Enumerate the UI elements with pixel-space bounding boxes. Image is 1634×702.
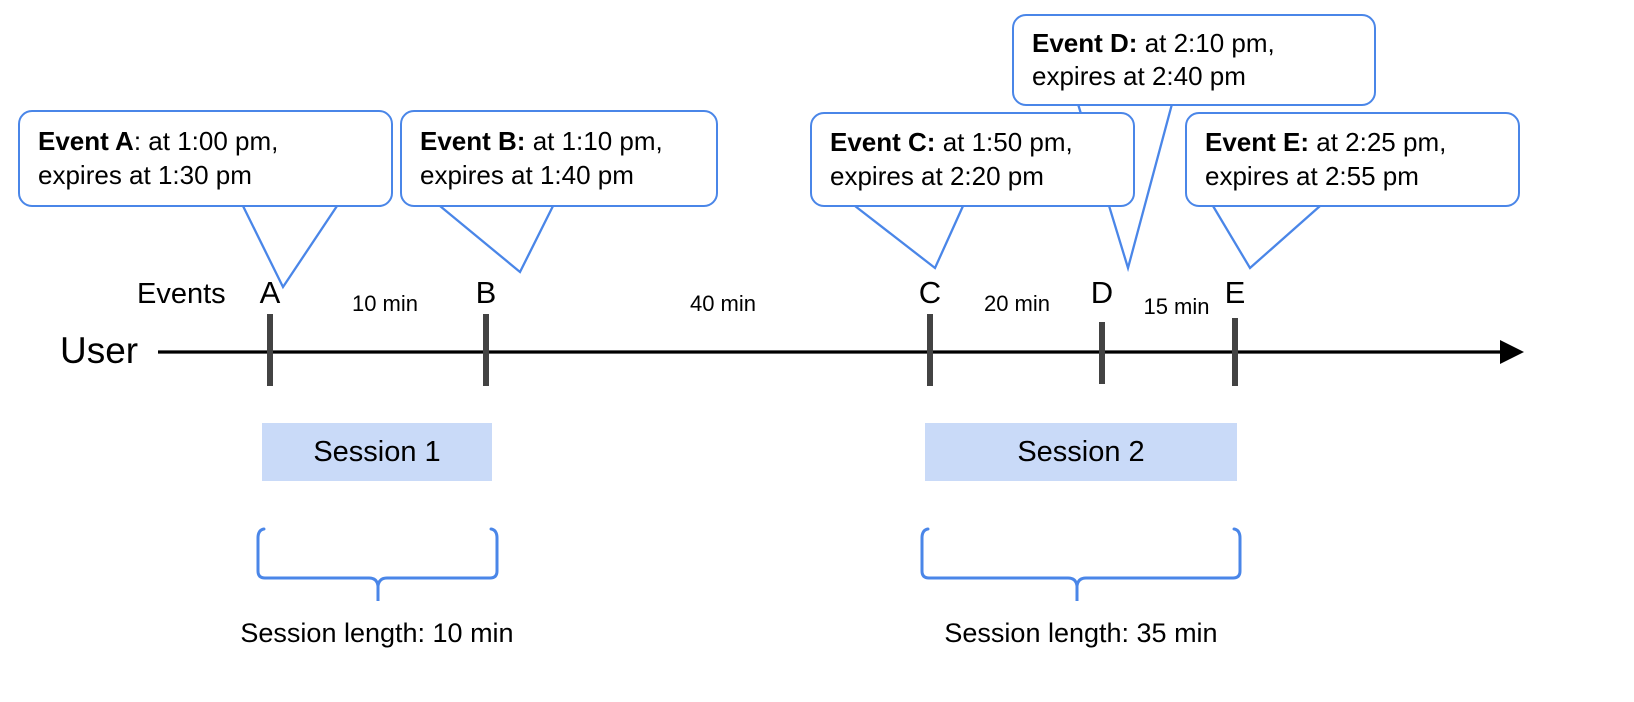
callout-event-a-body: at 1:00 pm, expires at 1:30 pm xyxy=(38,126,279,190)
timeline-tick-a xyxy=(267,314,273,386)
gap-label-d-e: 15 min xyxy=(1143,294,1210,319)
session-braces xyxy=(256,527,1242,601)
callout-event-d-text: Event D: at 2:10 pm, expires at 2:40 pm xyxy=(1032,27,1275,94)
callout-event-e-body: at 2:25 pm, expires at 2:55 pm xyxy=(1205,127,1447,191)
gap-label-b-c: 40 min xyxy=(689,291,757,316)
callout-event-a-separator: : xyxy=(133,126,142,157)
session-bar-2[interactable]: Session 2 xyxy=(925,423,1237,481)
timeline-tick-b xyxy=(483,314,489,386)
marker-label-a: A xyxy=(259,275,281,310)
callout-event-a[interactable]: Event A: at 1:00 pm, expires at 1:30 pm xyxy=(18,110,393,207)
marker-label-d: D xyxy=(1090,275,1114,310)
gap-label-a-b: 10 min xyxy=(351,291,419,316)
session-1-brace xyxy=(256,527,499,601)
callout-event-b-body: at 1:10 pm, expires at 1:40 pm xyxy=(420,126,663,190)
axis-row-label-user: User xyxy=(60,330,139,371)
session-1-length-caption: Session length: 10 min xyxy=(240,618,514,648)
callout-event-b[interactable]: Event B: at 1:10 pm, expires at 1:40 pm xyxy=(400,110,718,207)
gap-label-c-d: 20 min xyxy=(983,291,1051,316)
callout-event-d-lead: Event D: xyxy=(1032,27,1138,58)
callout-tail-c xyxy=(854,205,965,270)
callout-event-c-text: Event C: at 1:50 pm, expires at 2:20 pm xyxy=(830,126,1073,193)
session-2-brace xyxy=(920,527,1242,601)
callout-event-c[interactable]: Event C: at 1:50 pm, expires at 2:20 pm xyxy=(810,112,1135,207)
session-2-length-caption: Session length: 35 min xyxy=(944,618,1218,648)
callout-event-c-lead: Event C: xyxy=(830,127,936,158)
callout-event-d[interactable]: Event D: at 2:10 pm, expires at 2:40 pm xyxy=(1012,14,1376,106)
callout-event-b-text: Event B: at 1:10 pm, expires at 1:40 pm xyxy=(420,125,663,192)
session-bar-2-label: Session 2 xyxy=(1017,435,1145,468)
callout-event-a-text: Event A: at 1:00 pm, expires at 1:30 pm xyxy=(38,125,278,192)
timeline-tick-c xyxy=(927,314,933,386)
callout-tail-e xyxy=(1212,205,1321,270)
session-bar-1[interactable]: Session 1 xyxy=(262,423,492,481)
callout-event-e-lead: Event E: xyxy=(1205,127,1310,158)
callout-event-e[interactable]: Event E: at 2:25 pm, expires at 2:55 pm xyxy=(1185,112,1520,207)
callout-event-a-lead: Event A xyxy=(38,126,134,157)
timeline-tick-e xyxy=(1232,318,1238,386)
callout-event-d-body: at 2:10 pm, expires at 2:40 pm xyxy=(1032,27,1275,91)
timeline-arrowhead xyxy=(1500,340,1524,364)
timeline-axis xyxy=(158,340,1524,364)
callout-event-b-lead: Event B: xyxy=(420,126,526,157)
marker-label-b: B xyxy=(475,275,497,310)
session-bar-1-label: Session 1 xyxy=(313,435,441,468)
timeline-tick-d xyxy=(1099,322,1105,384)
callout-event-e-text: Event E: at 2:25 pm, expires at 2:55 pm xyxy=(1205,126,1446,193)
callout-tail-b xyxy=(439,205,555,274)
marker-label-e: E xyxy=(1224,275,1246,310)
callout-event-c-body: at 1:50 pm, expires at 2:20 pm xyxy=(830,127,1073,191)
marker-label-c: C xyxy=(918,275,942,310)
axis-events-label: Events xyxy=(137,278,226,310)
